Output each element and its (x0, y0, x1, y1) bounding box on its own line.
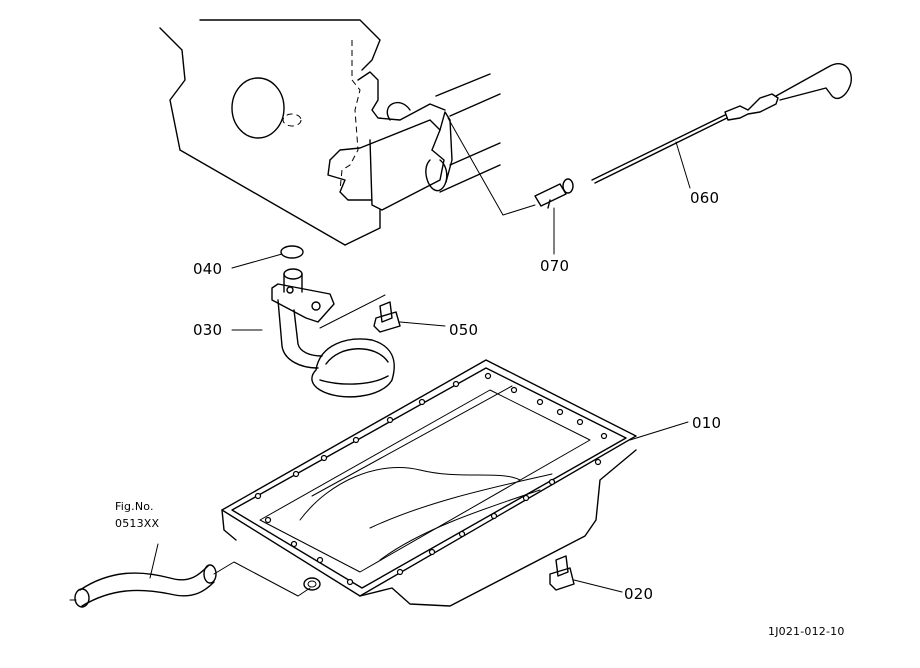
bolt-050 (373, 301, 401, 333)
part-label-050: 050 (449, 321, 479, 339)
part-label-030: 030 (193, 321, 223, 339)
leader-hose (149, 543, 159, 579)
leader-060 (675, 141, 691, 189)
oil-strainer (271, 268, 395, 398)
leader-020 (573, 579, 623, 593)
part-label-060: 060 (690, 189, 720, 207)
o-ring (280, 245, 304, 259)
oil-pan (221, 359, 637, 607)
part-label-020: 020 (624, 585, 654, 603)
part-label-070: 070 (540, 257, 570, 275)
leader-050 (399, 321, 446, 327)
hose (69, 564, 217, 608)
leader-010 (629, 421, 689, 441)
figure-reference-label: Fig.No. (115, 500, 154, 513)
leader-070-block (447, 117, 536, 216)
part-label-040: 040 (193, 260, 223, 278)
leader-040 (231, 253, 283, 269)
figure-reference-number: 0513XX (115, 517, 160, 530)
drawing-code: 1J021-012-10 (768, 625, 845, 638)
drain-plug (549, 555, 575, 591)
leader-hose-pan (213, 561, 311, 597)
dipstick-guide (534, 178, 574, 209)
engine-block (159, 19, 501, 246)
part-label-010: 010 (692, 414, 722, 432)
dipstick (591, 63, 852, 184)
